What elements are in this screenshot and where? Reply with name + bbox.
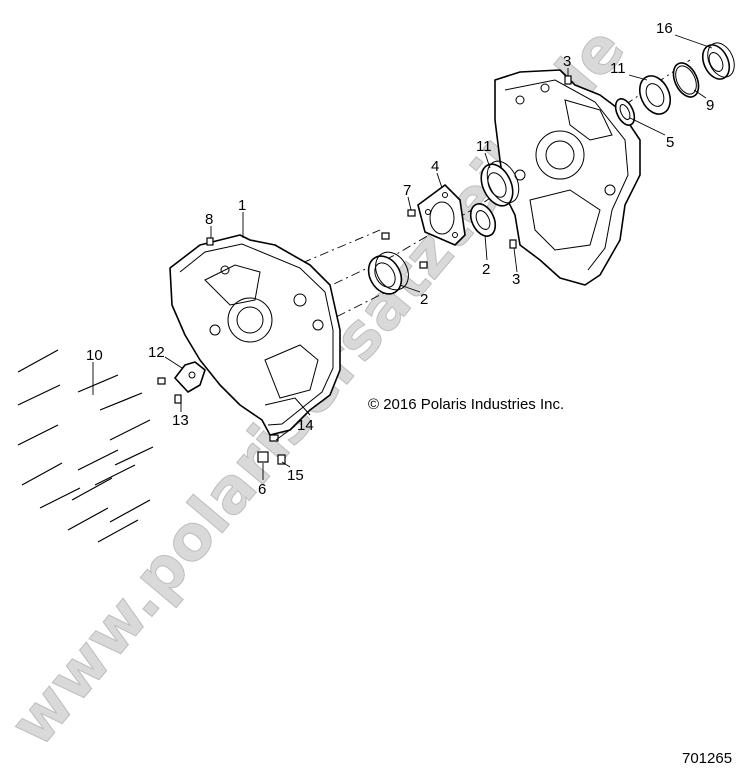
seal-middle [480, 160, 520, 207]
leader-lines [92, 34, 713, 480]
callout-16: 16 [656, 20, 673, 37]
callout-2-rear: 2 [482, 261, 490, 278]
seal-right [638, 75, 672, 115]
copyright-text: © 2016 Polaris Industries Inc. [368, 396, 564, 413]
bracket [174, 361, 206, 393]
bearing-front [367, 251, 409, 295]
callout-14: 14 [297, 417, 314, 434]
bearing-rear [469, 203, 497, 237]
callout-11-right: 11 [610, 60, 626, 77]
crankcase-front [169, 234, 341, 436]
callout-15: 15 [287, 467, 304, 484]
callout-11-middle: 11 [476, 138, 492, 155]
callout-3-top: 3 [563, 53, 571, 70]
bolt-set [17, 349, 154, 543]
seal-16 [701, 42, 735, 80]
crankcase-rear [494, 69, 641, 286]
callout-6: 6 [258, 481, 266, 498]
callouts: 1 8 7 4 11 3 11 16 9 5 2 3 2 10 12 13 14… [86, 20, 714, 498]
seal-5 [614, 98, 636, 126]
callout-12: 12 [148, 344, 165, 361]
gasket [417, 184, 466, 246]
callout-2-front: 2 [420, 291, 428, 308]
callout-8: 8 [205, 211, 213, 228]
callout-4: 4 [431, 158, 439, 175]
callout-3-bottom: 3 [512, 271, 520, 288]
callout-13: 13 [172, 412, 189, 429]
callout-10: 10 [86, 347, 103, 364]
callout-5: 5 [666, 134, 674, 151]
retaining-ring [672, 62, 700, 98]
callout-9: 9 [706, 97, 714, 114]
small-fasteners [157, 75, 572, 465]
callout-1: 1 [238, 197, 246, 214]
callout-7: 7 [403, 182, 411, 199]
reference-number: 701265 [682, 750, 732, 767]
